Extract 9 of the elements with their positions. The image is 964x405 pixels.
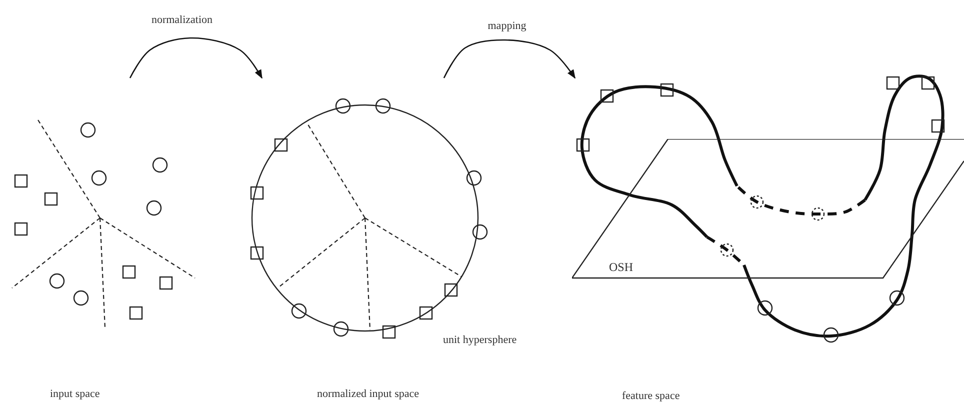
curved-arrow bbox=[443, 39, 576, 79]
panel-title: normalized input space bbox=[317, 388, 420, 400]
edge-label: mapping bbox=[488, 20, 526, 32]
panel-title: input space bbox=[50, 388, 100, 400]
node-label: unit hypersphere bbox=[443, 334, 517, 346]
edge-label: normalization bbox=[151, 14, 213, 26]
panel-title: feature space bbox=[622, 390, 680, 402]
plane-label: OSH bbox=[609, 260, 634, 275]
curved-arrow bbox=[129, 37, 262, 79]
